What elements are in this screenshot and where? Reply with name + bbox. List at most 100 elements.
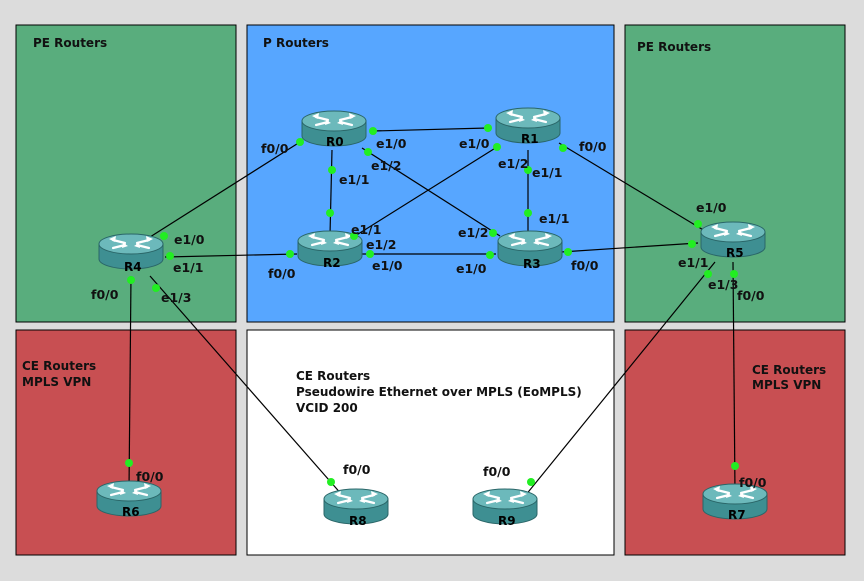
port-label-r7-f0-0: f0/0 — [739, 475, 767, 490]
ce-right-title-line1: CE Routers — [752, 363, 826, 377]
port-label-r9-f0-0: f0/0 — [483, 464, 511, 479]
port-label-r5-e1-0: e1/0 — [696, 200, 727, 215]
router-r1[interactable]: R1 — [494, 106, 562, 146]
port-label-r3-e1-2: e1/2 — [458, 225, 488, 240]
port-label-r3-e1-1: e1/1 — [539, 211, 569, 226]
port-label-r3-f0-0: f0/0 — [571, 258, 599, 273]
port-label-r0-e1-0: e1/0 — [376, 136, 407, 151]
port-label-r4-e1-3: e1/3 — [161, 290, 191, 305]
router-r8[interactable]: R8 — [322, 487, 390, 528]
router-label: R0 — [326, 135, 344, 149]
router-r4[interactable]: R4 — [97, 232, 165, 274]
ce-eompls-title-line2: Pseudowire Ethernet over MPLS (EoMPLS) — [296, 385, 582, 399]
pe-left-title: PE Routers — [33, 36, 107, 50]
port-label-r0-e1-2: e1/2 — [371, 158, 401, 173]
link-r5-r9 — [524, 261, 716, 497]
port-dot — [350, 232, 358, 240]
port-label-r2-e1-0: e1/0 — [372, 258, 403, 273]
router-r9[interactable]: R9 — [471, 487, 539, 528]
port-dot — [125, 459, 133, 467]
port-label-r1-f0-0: f0/0 — [579, 139, 607, 154]
ce-eompls-title-line3: VCID 200 — [296, 401, 358, 415]
port-dot — [366, 250, 374, 258]
port-dot — [704, 270, 712, 278]
port-label-r8-f0-0: f0/0 — [343, 462, 371, 477]
link-r0-r1 — [372, 127, 489, 132]
router-r2[interactable]: R2 — [296, 229, 364, 270]
pe-right-title: PE Routers — [637, 40, 711, 54]
link-r0-r4 — [149, 141, 301, 238]
port-dot — [564, 248, 572, 256]
port-dot — [524, 209, 532, 217]
router-label: R6 — [122, 505, 140, 519]
port-label-r0-e1-1: e1/1 — [339, 172, 369, 187]
link-r4-r8 — [149, 275, 344, 497]
router-label: R2 — [323, 256, 341, 270]
ce-eompls-title-line1: CE Routers — [296, 369, 370, 383]
port-dot — [688, 240, 696, 248]
port-dot — [296, 138, 304, 146]
port-dot — [369, 127, 377, 135]
link-r5-r7 — [732, 261, 736, 493]
link-r4-r6 — [128, 275, 132, 491]
ce-eompls-zone — [246, 329, 615, 556]
port-dot — [559, 144, 567, 152]
port-label-r5-f0-0: f0/0 — [737, 288, 765, 303]
port-dot — [489, 229, 497, 237]
port-label-r0-f0-0: f0/0 — [261, 141, 289, 156]
link-r2-r4 — [164, 253, 298, 258]
router-r3[interactable]: R3 — [496, 229, 564, 271]
ce-left-title-line2: MPLS VPN — [22, 375, 91, 389]
router-label: R5 — [726, 246, 744, 260]
port-dot — [160, 232, 168, 240]
ce-left-title-line1: CE Routers — [22, 359, 96, 373]
port-label-r5-e1-3: e1/3 — [708, 277, 738, 292]
port-dot — [484, 124, 492, 132]
port-dot — [166, 252, 174, 260]
link-r1-r5 — [558, 142, 706, 232]
port-label-r4-f0-0: f0/0 — [91, 287, 119, 302]
ce-left-zone — [15, 329, 237, 556]
port-dot — [486, 251, 494, 259]
port-dot — [152, 284, 160, 292]
port-label-r4-e1-0: e1/0 — [174, 232, 205, 247]
port-label-r1-e1-0: e1/0 — [459, 136, 490, 151]
port-dot — [326, 209, 334, 217]
port-label-r2-e1-1: e1/1 — [351, 222, 381, 237]
port-label-r6-f0-0: f0/0 — [136, 469, 164, 484]
port-dot — [364, 148, 372, 156]
router-r5[interactable]: R5 — [699, 220, 767, 260]
router-r7[interactable]: R7 — [701, 482, 769, 522]
p-core-title: P Routers — [263, 36, 329, 50]
router-r0[interactable]: R0 — [300, 109, 368, 149]
p-core-zone — [246, 24, 615, 323]
port-label-r3-e1-0: e1/0 — [456, 261, 487, 276]
router-label: R4 — [124, 260, 142, 274]
port-dot — [286, 250, 294, 258]
port-dot — [694, 220, 702, 228]
ce-right-title-line2: MPLS VPN — [752, 378, 821, 392]
port-dot — [127, 276, 135, 284]
link-r1-r2 — [354, 146, 498, 237]
port-dot — [493, 143, 501, 151]
link-r3-r5 — [560, 242, 699, 253]
port-dot — [328, 166, 336, 174]
port-label-r2-e1-2: e1/2 — [366, 237, 396, 252]
router-label: R9 — [498, 514, 516, 528]
router-label: R7 — [728, 508, 746, 522]
port-label-r1-e1-2: e1/2 — [498, 156, 528, 171]
link-r0-r3 — [361, 147, 501, 237]
port-dot — [730, 270, 738, 278]
port-label-r4-e1-1: e1/1 — [173, 260, 203, 275]
port-label-r5-e1-1: e1/1 — [678, 255, 708, 270]
port-dot — [731, 462, 739, 470]
port-dot — [327, 478, 335, 486]
port-label-r2-f0-0: f0/0 — [268, 266, 296, 281]
router-label: R1 — [521, 132, 539, 146]
router-label: R8 — [349, 514, 367, 528]
router-label: R3 — [523, 257, 541, 271]
port-dot — [527, 478, 535, 486]
port-label-r1-e1-1: e1/1 — [532, 165, 562, 180]
router-r6[interactable]: R6 — [95, 479, 163, 519]
